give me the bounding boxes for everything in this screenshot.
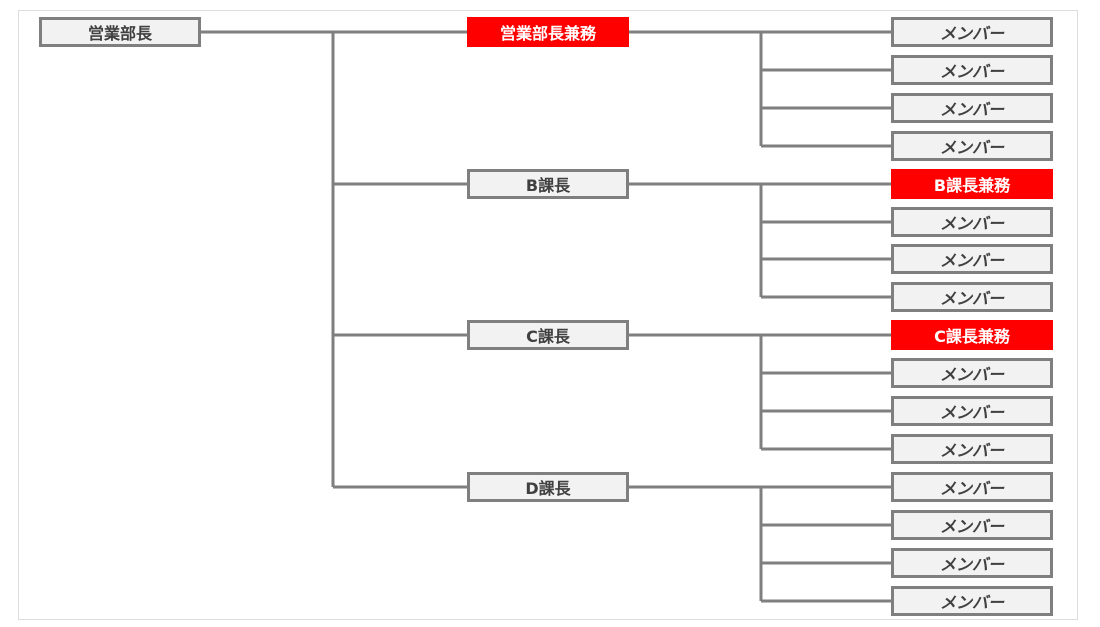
member-node: メンバー [891, 472, 1053, 502]
member-node: メンバー [891, 548, 1053, 578]
member-node: メンバー [891, 93, 1053, 123]
member-node: メンバー [891, 358, 1053, 388]
manager-node: 営業部長兼務 [467, 17, 629, 47]
member-node: B課長兼務 [891, 169, 1053, 199]
member-node: メンバー [891, 17, 1053, 47]
manager-node: C課長 [467, 320, 629, 350]
member-node: メンバー [891, 510, 1053, 540]
member-node: メンバー [891, 131, 1053, 161]
member-node: メンバー [891, 207, 1053, 237]
member-node: メンバー [891, 282, 1053, 312]
manager-node: B課長 [467, 169, 629, 199]
root-node: 営業部長 [39, 17, 201, 47]
member-node: メンバー [891, 244, 1053, 274]
member-node: メンバー [891, 586, 1053, 616]
manager-node: D課長 [467, 472, 629, 502]
member-node: メンバー [891, 55, 1053, 85]
member-node: C課長兼務 [891, 320, 1053, 350]
member-node: メンバー [891, 434, 1053, 464]
member-node: メンバー [891, 396, 1053, 426]
